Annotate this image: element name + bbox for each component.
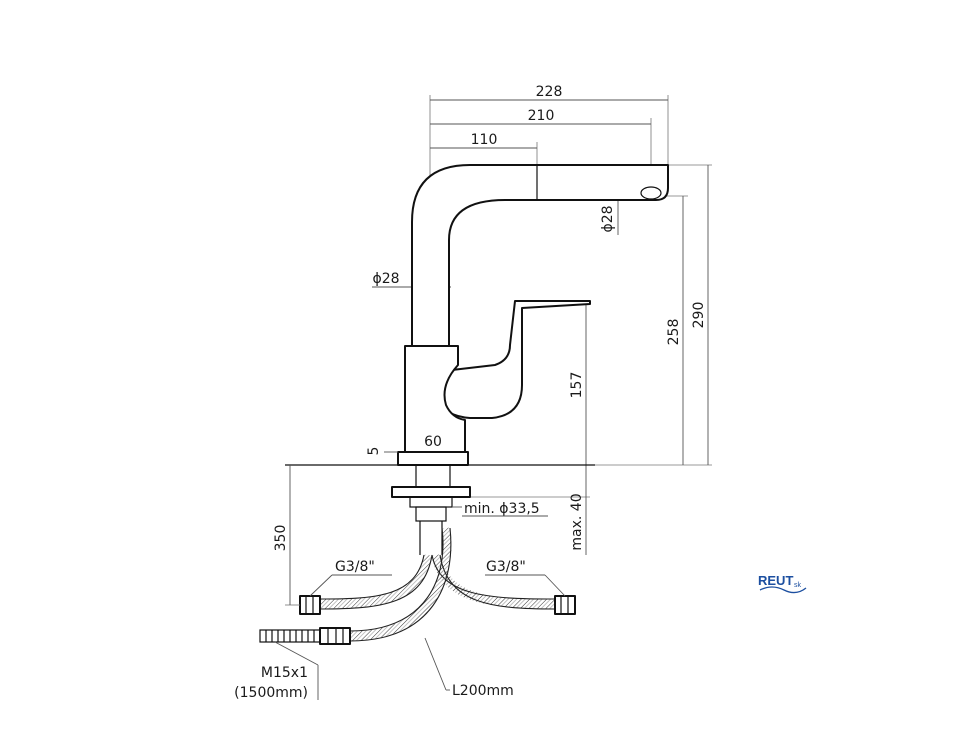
pull-hose-length-label: (1500mm) (234, 685, 308, 701)
dim-label-deck: max. 40 (569, 493, 585, 550)
dim-label-258: 258 (666, 319, 682, 346)
dim-label-5: 5 (366, 447, 382, 456)
length-350: 350 (273, 465, 300, 606)
spout-tube (411, 164, 669, 347)
aerator (640, 186, 662, 200)
dim-label-110: 110 (471, 132, 498, 148)
spout-diameter-label: ϕ28 (600, 205, 616, 232)
left-thread-label: G3/8" (335, 559, 375, 575)
hoses (259, 527, 576, 645)
dim-label-60: 60 (424, 434, 442, 450)
dim-label-228: 228 (536, 84, 563, 100)
brand-logo: REUT sk (758, 573, 807, 594)
left-supply-hose (319, 554, 433, 609)
dim-label-350: 350 (273, 525, 289, 552)
dim-label-157: 157 (569, 372, 585, 399)
right-thread-label: G3/8" (486, 559, 526, 575)
dim-label-210: 210 (528, 108, 555, 124)
top-dimensions: 228 210 110 (429, 84, 669, 240)
dim-label-290: 290 (691, 302, 707, 329)
right-connector (554, 595, 576, 615)
connection-labels: G3/8" G3/8" M15x1 (1500mm) L200mm (234, 559, 566, 701)
mounting-kit: min. ϕ33,5 (391, 464, 548, 555)
pull-out-connector (319, 627, 351, 645)
brand-logo-suffix: sk (794, 582, 802, 589)
right-dimensions: 290 258 157 max. 40 (285, 164, 712, 555)
body-diameter-label: ϕ28 (372, 271, 399, 287)
pull-out-thread (259, 629, 321, 643)
supply-length-label: L200mm (452, 683, 514, 699)
hole-diameter-label: min. ϕ33,5 (464, 501, 540, 517)
lever-handle (438, 300, 591, 419)
brand-logo-wave (759, 586, 807, 594)
main-body (404, 345, 466, 453)
left-connector (299, 595, 321, 615)
brand-logo-text: REUT (758, 573, 793, 588)
base-plate (397, 451, 469, 466)
pull-hose-thread-label: M15x1 (261, 665, 308, 681)
pull-out-hose (349, 527, 452, 641)
faucet-body: 5 60 (285, 164, 669, 466)
